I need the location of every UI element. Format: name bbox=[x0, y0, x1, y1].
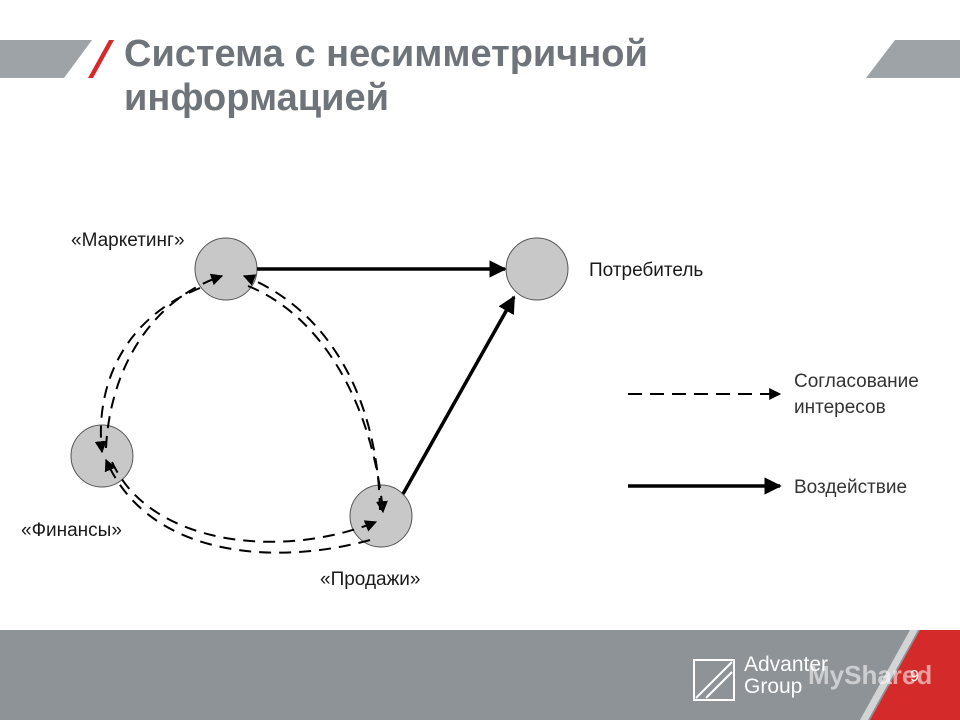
dashed-arrow-marketing-to-finance bbox=[94, 287, 201, 454]
legend-coordination-line2: интересов bbox=[794, 397, 886, 418]
legend-impact: Воздействие bbox=[794, 477, 907, 498]
banner-red-slash bbox=[88, 40, 114, 78]
node-marketing bbox=[194, 237, 258, 301]
title-line-2: информацией bbox=[124, 77, 389, 119]
footer-white-slash bbox=[860, 630, 918, 720]
watermark: MyShared bbox=[808, 660, 933, 690]
dashed-arrow-finance-to-sales bbox=[111, 461, 378, 543]
brand-line-1: Advanter bbox=[744, 653, 829, 676]
asymmetric-info-diagram: «Маркетинг» Потребитель «Финансы» «Прода… bbox=[21, 230, 919, 590]
footer-gray-band bbox=[0, 630, 960, 720]
label-sales: «Продажи» bbox=[320, 569, 420, 590]
dashed-arrow-finance-to-marketing bbox=[105, 273, 224, 449]
advanter-logo-icon bbox=[693, 659, 735, 701]
page-title: Система с несимметричной информацией bbox=[124, 32, 648, 120]
brand-name: Advanter Group bbox=[744, 654, 828, 698]
legend-coordination-line1: Согласование bbox=[794, 371, 919, 392]
page-number: 9 bbox=[910, 668, 919, 685]
dashed-arrow-sales-to-marketing bbox=[242, 274, 381, 511]
banner-left-stripe bbox=[0, 40, 92, 78]
header-banner bbox=[0, 40, 960, 78]
node-finance bbox=[70, 424, 134, 488]
dashed-arrow-sales-to-finance bbox=[104, 458, 371, 554]
banner-right-stripe bbox=[866, 40, 960, 78]
label-finance: «Финансы» bbox=[21, 520, 122, 541]
dashed-arrow-marketing-to-sales bbox=[247, 285, 388, 514]
node-sales bbox=[349, 484, 413, 548]
brand-line-2: Group bbox=[744, 675, 803, 698]
label-consumer: Потребитель bbox=[589, 260, 703, 281]
title-line-1: Система с несимметричной bbox=[124, 33, 648, 75]
footer-band bbox=[0, 620, 960, 720]
node-consumer bbox=[505, 237, 569, 301]
footer-red-corner bbox=[870, 630, 960, 720]
banner-left-gap bbox=[82, 40, 109, 78]
label-marketing: «Маркетинг» bbox=[71, 230, 185, 251]
footer-top-gap bbox=[0, 620, 960, 630]
arrow-sales-to-consumer bbox=[401, 295, 516, 495]
